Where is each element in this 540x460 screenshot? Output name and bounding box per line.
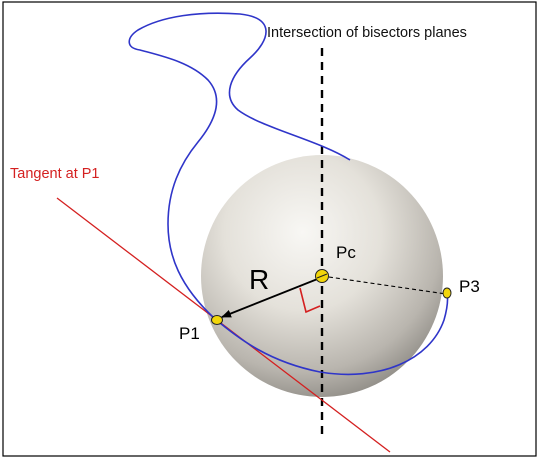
point-p1 [211, 315, 223, 325]
bisector-title-label: Intersection of bisectors planes [267, 25, 467, 41]
center-label: Pc [336, 243, 356, 262]
radius-arrow [221, 277, 321, 318]
tangent-label: Tangent at P1 [10, 166, 100, 182]
radius-label: R [249, 264, 269, 295]
right-angle-marker [299, 287, 321, 314]
p3-label: P3 [459, 277, 480, 296]
point-pc-mark [316, 273, 328, 279]
p1-label: P1 [179, 324, 200, 343]
point-p3 [442, 287, 452, 299]
space-curve [128, 12, 449, 376]
